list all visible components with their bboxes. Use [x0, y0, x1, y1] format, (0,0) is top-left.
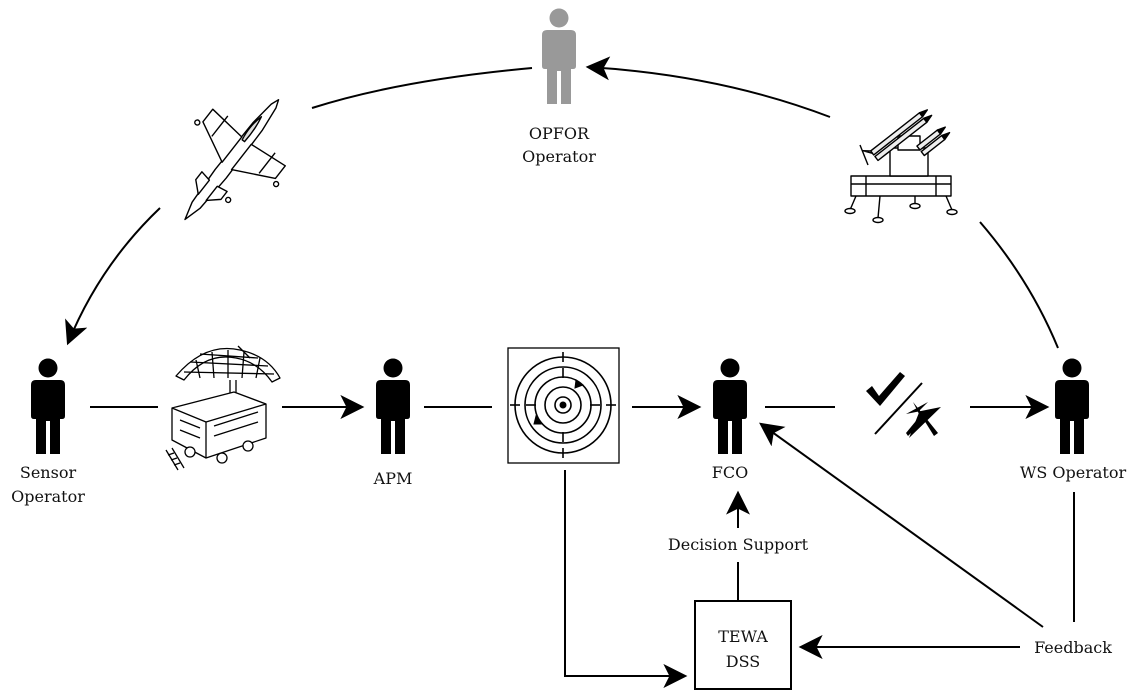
- ws-operator-label: WS Operator: [1020, 463, 1127, 482]
- arc-aircraft-to-sensor: [65, 207, 161, 346]
- sensor-label-line1: Sensor: [20, 463, 77, 482]
- arc-ws-to-launcher: [979, 221, 1059, 349]
- connectors: [65, 56, 1075, 688]
- ws-operator-icon: [1055, 358, 1089, 454]
- check-cross-icon: [866, 372, 941, 438]
- opfor-label-line1: OPFOR: [529, 124, 590, 143]
- sensor-label-line2: Operator: [11, 487, 85, 506]
- radar-vehicle-icon: [165, 345, 281, 471]
- arrow-feedback-to-fco: [759, 422, 1044, 628]
- tewa-label-line1: TEWA: [718, 627, 768, 646]
- fco-person-icon: [713, 358, 747, 454]
- check-mark-icon: [866, 372, 905, 406]
- arrow-scope-to-tewa: [564, 470, 688, 688]
- missile-launcher-icon: [844, 109, 958, 224]
- arc-opfor-to-aircraft: [311, 67, 533, 109]
- tewa-label-line2: DSS: [726, 652, 760, 671]
- tewa-dss-box: [694, 600, 792, 690]
- engage-slash: [874, 382, 923, 435]
- arc-launcher-to-opfor: [585, 56, 831, 118]
- feedback-label: Feedback: [1034, 638, 1112, 657]
- opfor-label-line2: Operator: [522, 147, 596, 166]
- fco-label: FCO: [712, 463, 748, 482]
- radar-scope-icon: [507, 347, 620, 464]
- sensor-operator-icon: [31, 358, 65, 454]
- opfor-operator-icon: [542, 8, 576, 104]
- decision-support-label: Decision Support: [668, 535, 809, 554]
- labels: OPFOR Operator Sensor Operator APM FCO W…: [11, 124, 1126, 671]
- apm-label: APM: [373, 469, 413, 488]
- apm-person-icon: [376, 358, 410, 454]
- fighter-jet-icon: [184, 98, 286, 221]
